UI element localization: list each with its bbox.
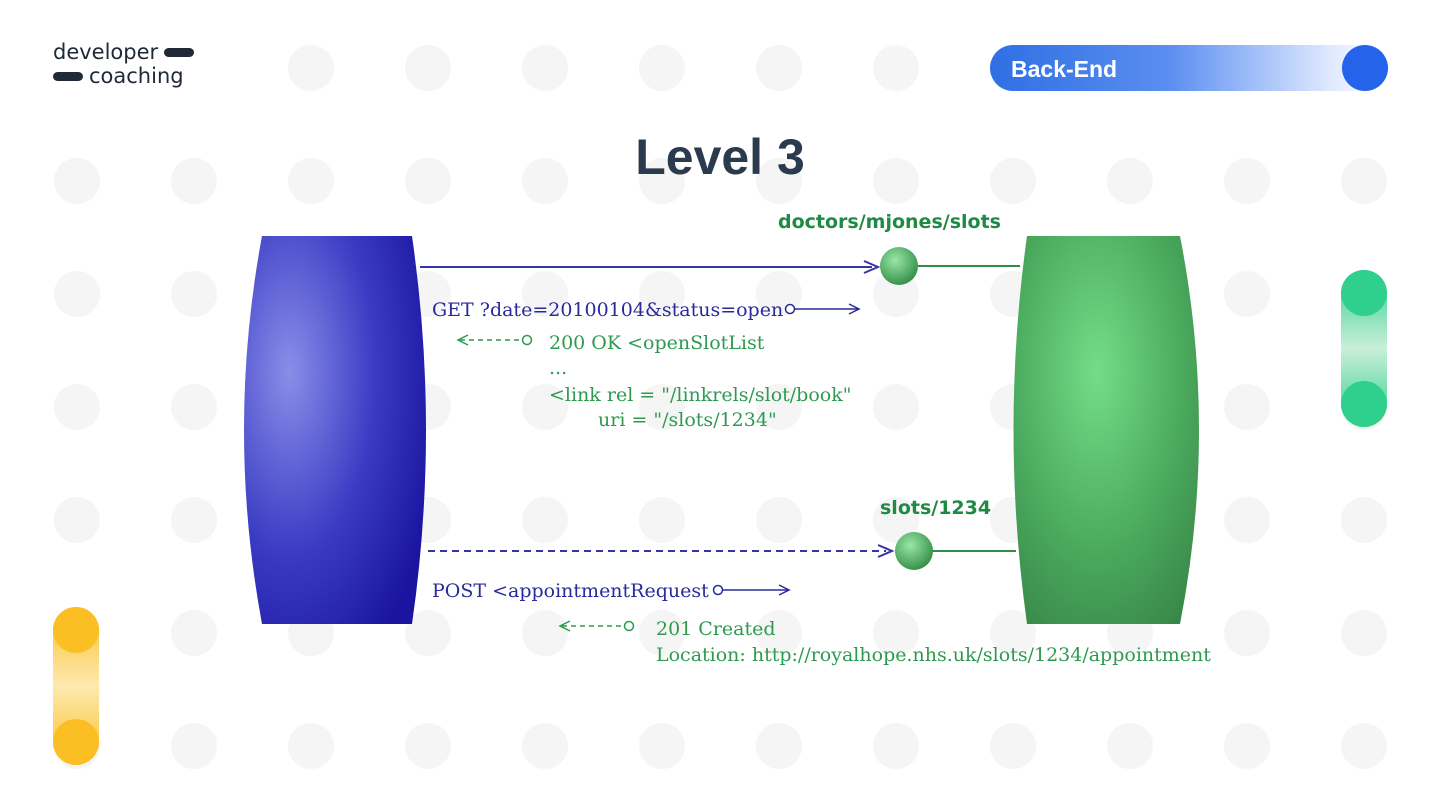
background-dot bbox=[405, 158, 451, 204]
background-dot bbox=[639, 497, 685, 543]
yellow-decor-pill bbox=[53, 607, 99, 765]
slide-title: Level 3 bbox=[635, 129, 805, 185]
client-shape bbox=[244, 236, 426, 624]
developer-coaching-logo: developer coaching bbox=[53, 40, 195, 88]
background-dot bbox=[54, 497, 100, 543]
background-dot bbox=[1224, 610, 1270, 656]
background-dot bbox=[54, 384, 100, 430]
background-dot bbox=[522, 610, 568, 656]
badge-circle-icon bbox=[1342, 45, 1388, 91]
background-dot bbox=[405, 45, 451, 91]
background-dot bbox=[756, 45, 802, 91]
background-dot bbox=[990, 723, 1036, 769]
background-dot bbox=[756, 610, 802, 656]
resource-label-2: slots/1234 bbox=[880, 497, 991, 519]
background-dot bbox=[522, 384, 568, 430]
logo-line2: coaching bbox=[89, 64, 184, 88]
message-origin-icon bbox=[712, 584, 724, 596]
logo-pill-icon bbox=[164, 47, 195, 57]
background-dot bbox=[1341, 497, 1387, 543]
background-dot bbox=[171, 384, 217, 430]
background-dot bbox=[1341, 158, 1387, 204]
background-dot bbox=[639, 384, 685, 430]
logo-pill-icon bbox=[53, 71, 83, 81]
arrowhead-icon bbox=[877, 544, 895, 558]
response-1-line1: 200 OK <openSlotList bbox=[549, 332, 765, 354]
background-dot bbox=[873, 45, 919, 91]
background-dot bbox=[171, 610, 217, 656]
background-dot bbox=[171, 723, 217, 769]
arrowhead-icon bbox=[778, 584, 791, 596]
resource-node-1 bbox=[880, 247, 918, 285]
background-dot bbox=[405, 723, 451, 769]
background-dot bbox=[639, 610, 685, 656]
background-dot bbox=[756, 497, 802, 543]
background-dot bbox=[1107, 723, 1153, 769]
background-dot bbox=[1341, 723, 1387, 769]
response-2-line1: 201 Created bbox=[656, 618, 776, 640]
arrowhead-icon bbox=[848, 303, 861, 315]
background-dot bbox=[522, 723, 568, 769]
background-dot bbox=[54, 271, 100, 317]
background-dot bbox=[756, 723, 802, 769]
arrowhead-icon bbox=[863, 260, 881, 274]
background-dot bbox=[990, 158, 1036, 204]
response-1-line2: ... bbox=[549, 357, 567, 379]
request-2-text: POST <appointmentRequest bbox=[432, 580, 709, 602]
background-dot bbox=[1224, 384, 1270, 430]
topic-badge-label: Back-End bbox=[1011, 56, 1118, 82]
background-dot bbox=[288, 723, 334, 769]
background-dot bbox=[1341, 610, 1387, 656]
background-dot bbox=[288, 158, 334, 204]
resource-node-2 bbox=[895, 532, 933, 570]
background-dot bbox=[639, 271, 685, 317]
background-dot bbox=[288, 45, 334, 91]
background-dot bbox=[1224, 271, 1270, 317]
background-dot bbox=[639, 158, 685, 204]
green-circle-icon bbox=[1341, 270, 1387, 316]
background-dot bbox=[1224, 723, 1270, 769]
green-decor-pill bbox=[1341, 270, 1387, 427]
message-origin-icon bbox=[784, 303, 796, 315]
background-dot bbox=[756, 158, 802, 204]
arrowhead-icon bbox=[558, 620, 571, 632]
message-origin-icon bbox=[521, 334, 533, 346]
background-dot bbox=[873, 158, 919, 204]
message-origin-icon bbox=[623, 620, 635, 632]
background-dot bbox=[873, 723, 919, 769]
background-dot bbox=[639, 723, 685, 769]
background-dot bbox=[756, 384, 802, 430]
background-dot bbox=[171, 158, 217, 204]
background-dot bbox=[522, 158, 568, 204]
response-2-line2: Location: http://royalhope.nhs.uk/slots/… bbox=[656, 644, 1211, 666]
background-dot bbox=[522, 271, 568, 317]
topic-badge: Back-End bbox=[990, 45, 1388, 91]
response-1-line3: <link rel = "/linkrels/slot/book" bbox=[549, 384, 851, 406]
background-dot bbox=[171, 497, 217, 543]
background-dot bbox=[54, 158, 100, 204]
logo-line1: developer bbox=[53, 40, 159, 64]
yellow-circle-icon bbox=[53, 719, 99, 765]
background-dot bbox=[639, 45, 685, 91]
request-1-text: GET ?date=20100104&status=open bbox=[432, 299, 783, 321]
resource-label-1: doctors/mjones/slots bbox=[778, 211, 1001, 233]
background-dot bbox=[522, 45, 568, 91]
background-dot bbox=[1107, 158, 1153, 204]
response-1-line4: uri = "/slots/1234" bbox=[598, 409, 777, 431]
background-dot bbox=[522, 497, 568, 543]
background-dot bbox=[873, 610, 919, 656]
background-dot bbox=[1224, 158, 1270, 204]
background-dot bbox=[171, 271, 217, 317]
green-circle-icon bbox=[1341, 381, 1387, 427]
background-dot bbox=[873, 384, 919, 430]
server-shape bbox=[1013, 236, 1199, 624]
arrowhead-icon bbox=[456, 334, 469, 346]
yellow-circle-icon bbox=[53, 607, 99, 653]
background-dot bbox=[1224, 497, 1270, 543]
